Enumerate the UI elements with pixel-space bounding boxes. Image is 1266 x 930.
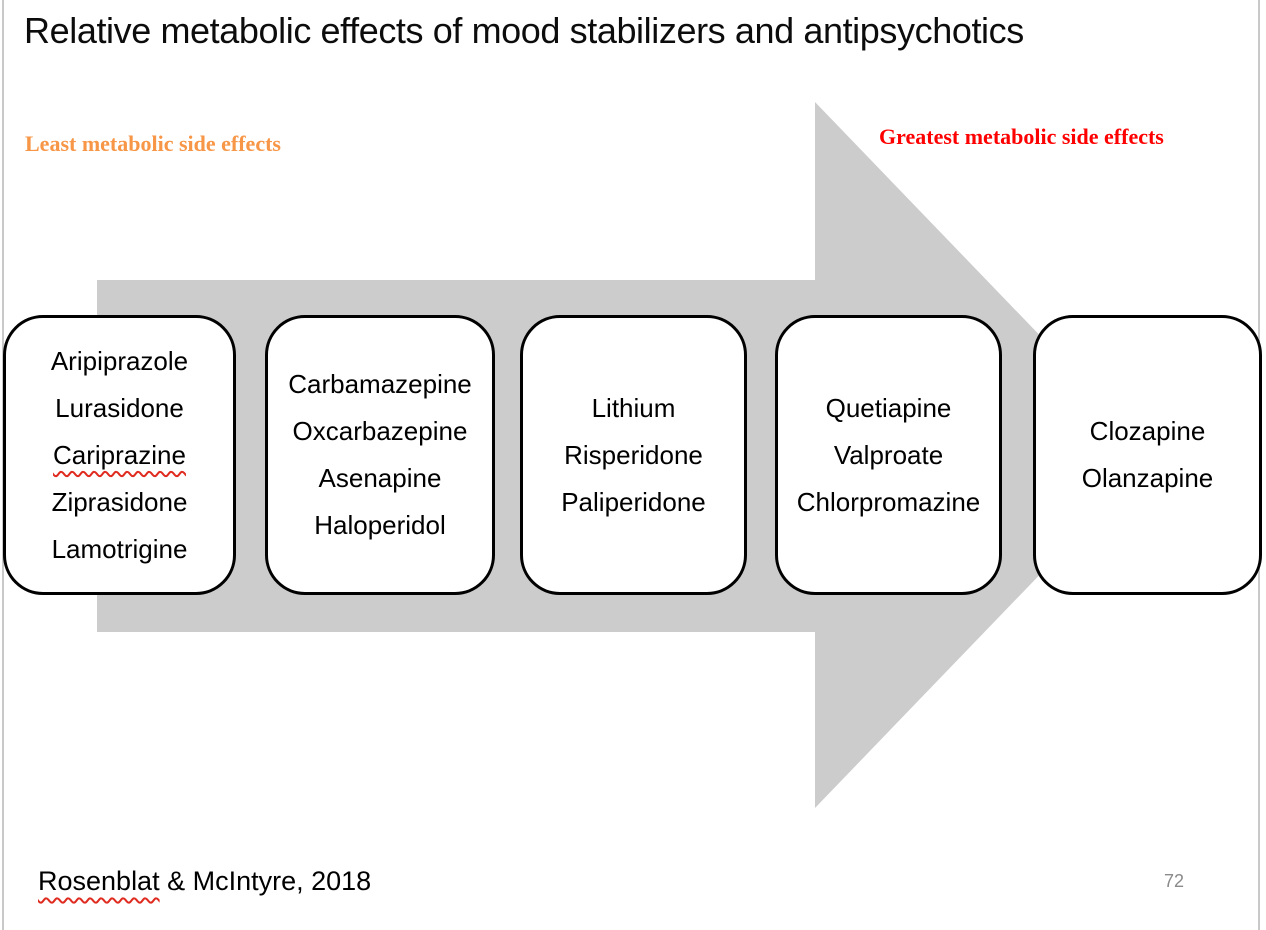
drug-name: Valproate — [833, 439, 944, 470]
drug-name: Chlorpromazine — [796, 486, 981, 517]
page-title: Relative metabolic effects of mood stabi… — [24, 10, 1024, 51]
drug-name: Lurasidone — [55, 392, 184, 423]
least-side-effects-label: Least metabolic side effects — [25, 131, 281, 156]
slide-page-number: 72 — [1164, 871, 1185, 891]
drug-name: Quetiapine — [825, 392, 952, 423]
drug-name: Risperidone — [564, 439, 703, 470]
drug-name: Carbamazepine — [288, 369, 472, 399]
drug-name: Lithium — [591, 392, 676, 423]
drug-name: Aripiprazole — [50, 345, 189, 376]
drug-name: Lamotrigine — [51, 533, 188, 564]
drug-name: Cariprazine — [53, 439, 186, 470]
drug-name: Oxcarbazepine — [292, 416, 468, 446]
drug-name: Clozapine — [1089, 416, 1206, 446]
citation-rest: & McIntyre, 2018 — [159, 866, 372, 896]
drug-name: Asenapine — [318, 463, 442, 493]
citation: Rosenblat & McIntyre, 2018 — [38, 866, 371, 897]
citation-author-misspelled: Rosenblat — [38, 866, 160, 896]
drug-name: Haloperidol — [314, 510, 446, 540]
drug-name: Paliperidone — [561, 486, 706, 517]
drug-name: Olanzapine — [1081, 463, 1214, 493]
drug-name: Ziprasidone — [51, 486, 188, 517]
greatest-side-effects-label: Greatest metabolic side effects — [879, 124, 1164, 149]
